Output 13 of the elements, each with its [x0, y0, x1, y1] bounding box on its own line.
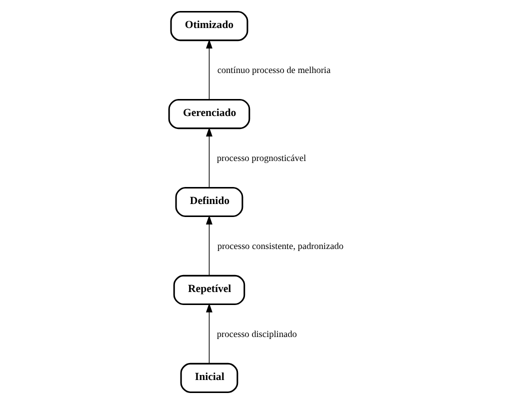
node-box: Gerenciado [168, 98, 250, 130]
node-box: Repetível [172, 274, 245, 306]
edge-label: processo consistente, padronizado [216, 242, 343, 252]
edge-label: processo prognosticável [216, 154, 306, 164]
edge-label: contínuo processo de melhoria [216, 66, 330, 76]
node-box: Definido [174, 186, 243, 218]
arrow [205, 127, 212, 188]
arrow [205, 303, 212, 364]
edge-label: processo disciplinado [216, 330, 296, 340]
node-box: Otimizado [170, 10, 248, 42]
arrow [205, 39, 212, 100]
node-box: Inicial [180, 362, 238, 394]
arrow [205, 215, 212, 276]
